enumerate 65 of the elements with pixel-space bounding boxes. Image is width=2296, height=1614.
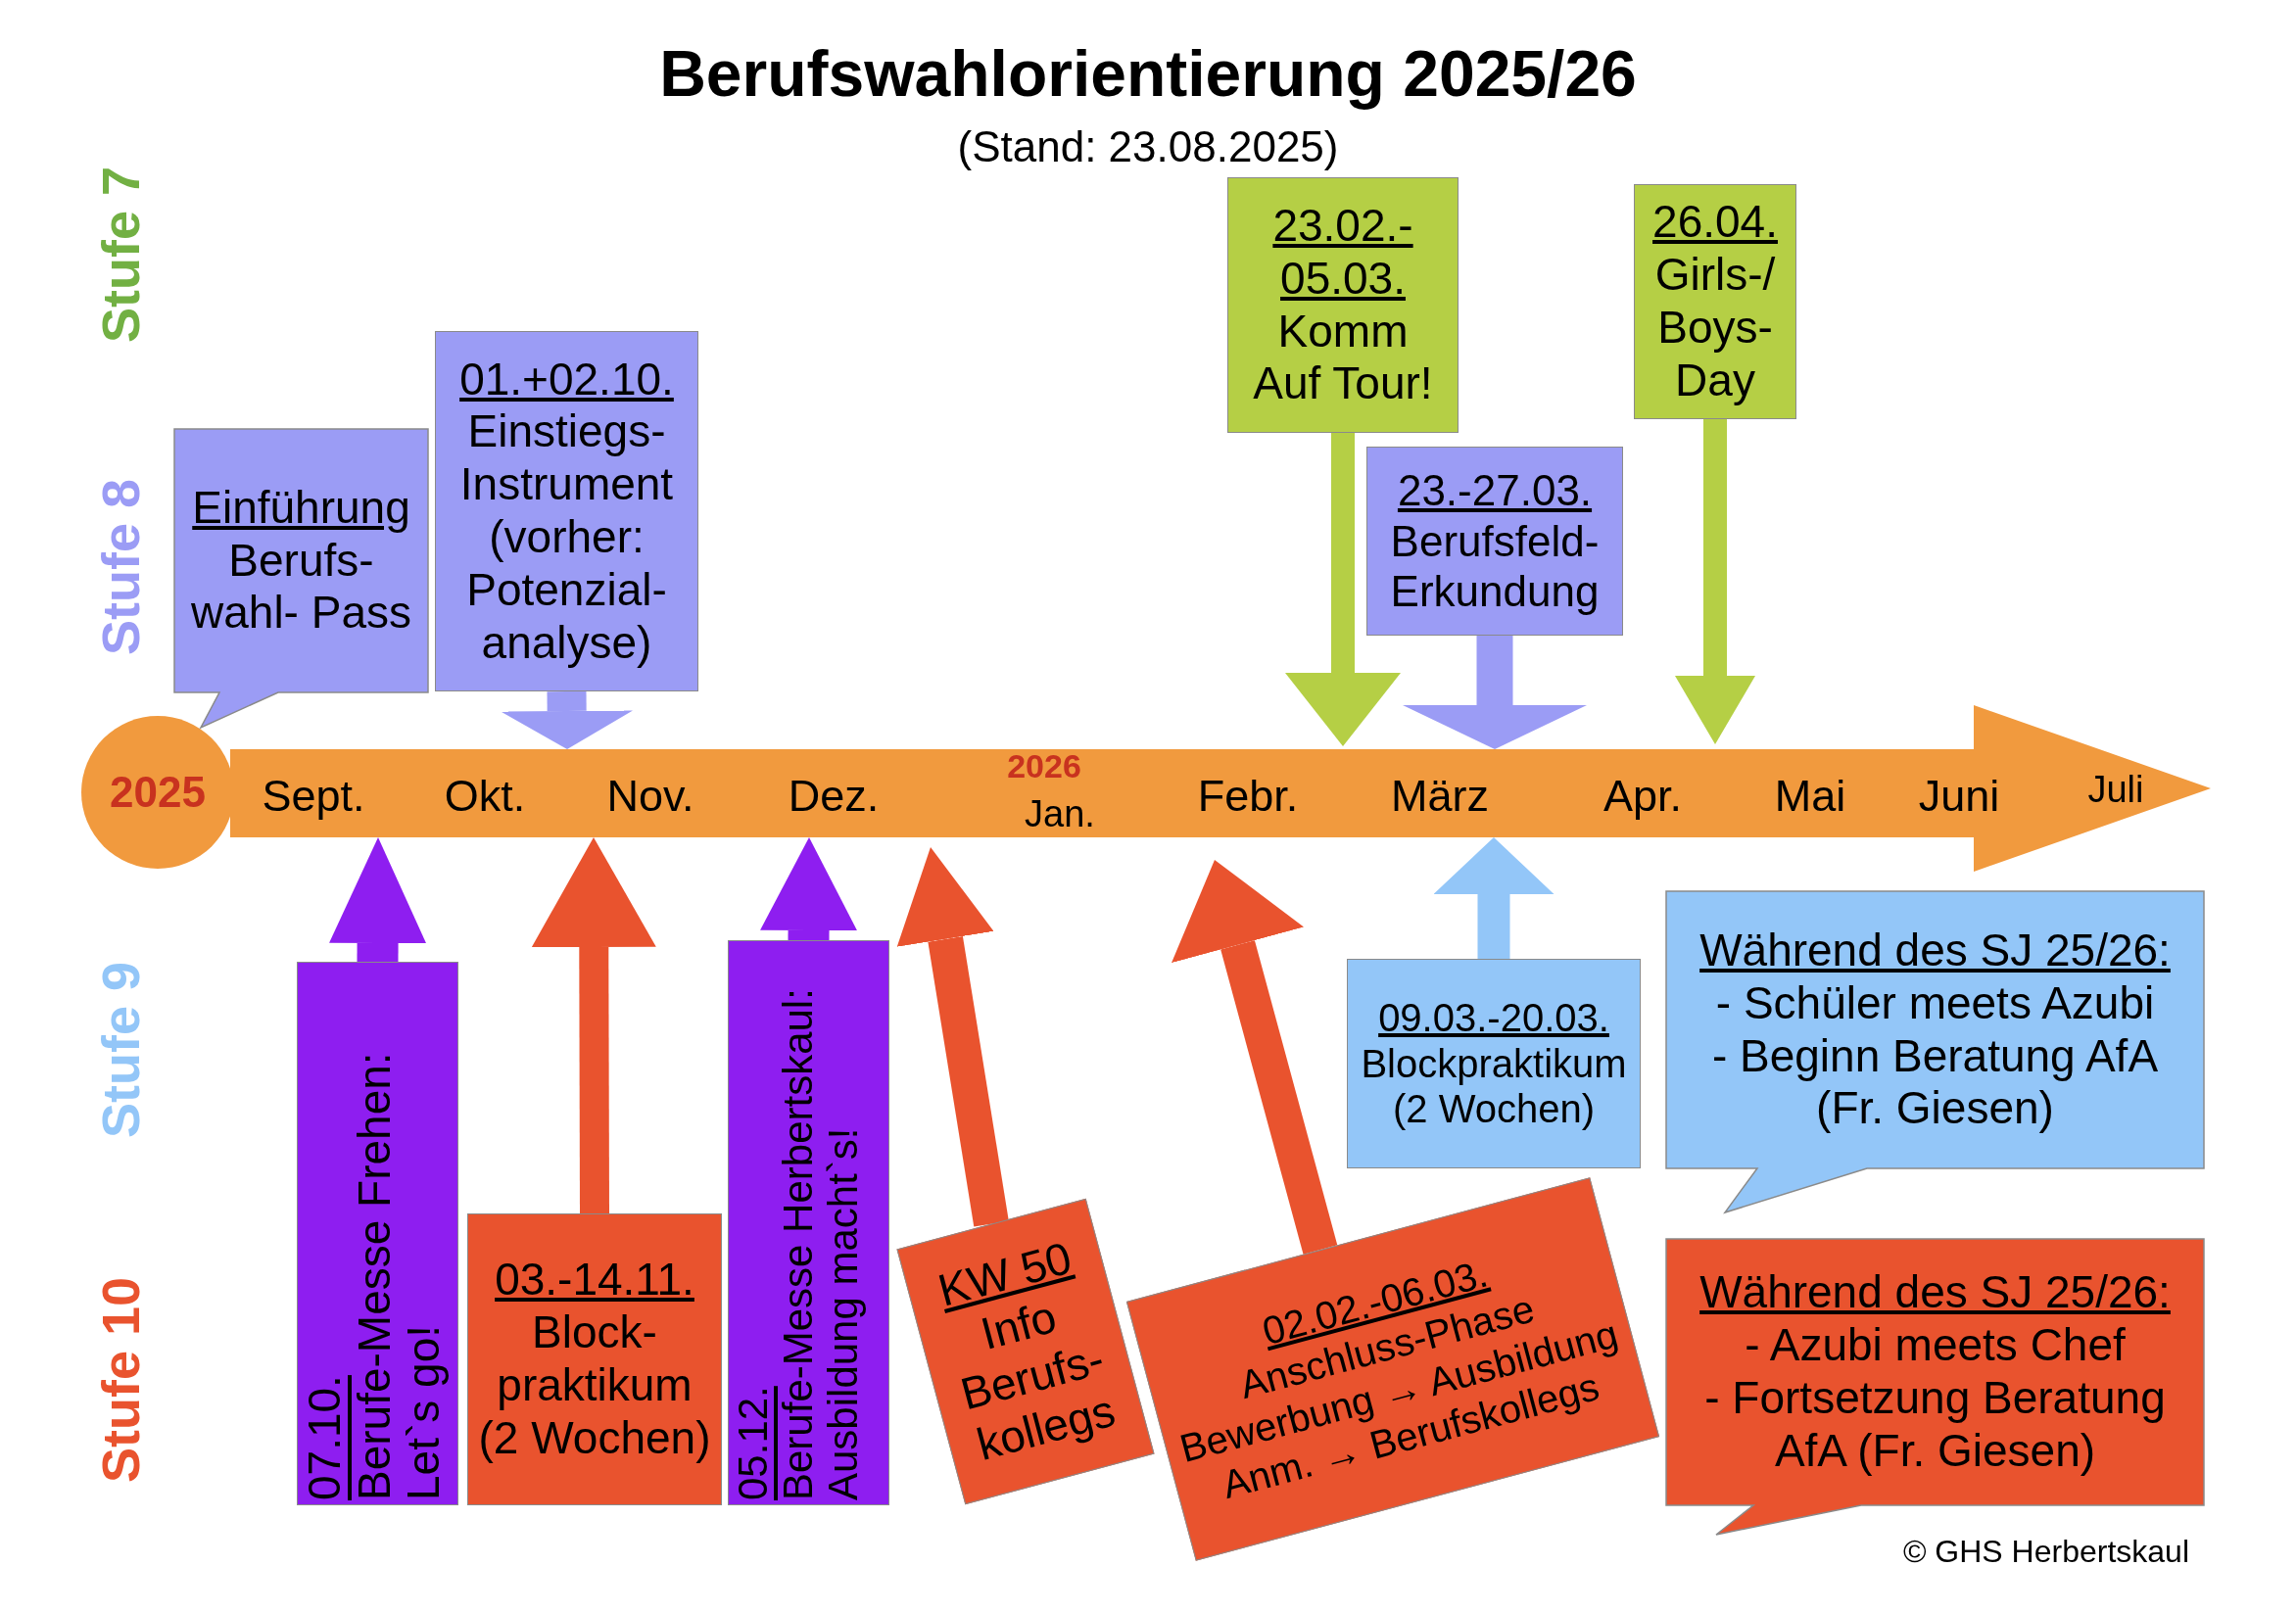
date-text: 05.12. [731,1385,777,1500]
note-text: - Beginn Beratung AfA (Fr. Giesen) [1710,1029,2160,1136]
event-text: Berufsfeld- Erkundung [1389,515,1601,617]
year-label: 2026 [1007,749,1081,783]
speech-bubble [174,429,428,728]
date-text: 07.10. [300,1374,350,1500]
timeline-arrow [230,705,2211,872]
event-box [1227,177,1459,433]
event-text: Berufe-Messe Herbertskaul: Ausbildung macht`s! [776,987,867,1500]
date-text: 09.03.-20.03. [1378,994,1609,1041]
grade-label: Stufe 10 [94,1276,147,1484]
month-label: Juni [1918,773,2000,818]
heading-text: Während des SJ 25/26: [1699,924,2171,977]
month-label: Dez. [788,773,880,818]
event-box [1366,447,1623,636]
note-text: - Azubi meets Chef [1745,1319,2126,1372]
date-note: (Stand: 23.08.2025) [957,122,1339,171]
date-text: 03.-14.11. [495,1254,694,1307]
heading-text: Einführung [192,481,410,535]
date-text: 23.02.- 05.03. [1271,199,1414,306]
event-box [1347,959,1641,1168]
event-box [467,1213,722,1505]
event-text: Einstiegs- Instrument (vorher: Potenzial- analyse) [458,405,675,670]
month-label: Okt. [444,773,526,818]
speech-bubble [1666,891,2204,1212]
event-box [1634,184,1796,419]
month-label: Nov. [606,773,694,818]
speech-bubble [1666,1239,2204,1535]
block-arrow [531,837,656,1214]
month-label: Mai [1774,773,1846,818]
block-arrow [1675,419,1755,744]
block-arrow [1433,837,1555,959]
block-arrow [896,847,1009,1227]
note-text: - Fortsetzung Beratung AfA (Fr. Giesen) [1703,1372,2167,1478]
date-text: 26.04. [1652,196,1778,250]
year-label: 2025 [110,767,206,818]
block-arrow [1403,636,1587,749]
month-label: Juli [2087,771,2144,808]
event-box [297,962,458,1505]
grade-label: Stufe 8 [94,479,147,655]
copyright-note: © GHS Herbertskaul [1902,1535,2189,1570]
month-label: März [1391,773,1489,818]
grade-label: Stufe 9 [94,962,147,1138]
event-text: Girls-/ Boys- Day [1653,249,1777,407]
event-text: Blockpraktikum (2 Wochen) [1360,1040,1628,1133]
heading-text: Während des SJ 25/26: [1699,1266,2171,1320]
month-label: Jan. [1025,795,1095,832]
event-text: Berufe-Messe Frehen: Let`s go! [349,1051,449,1500]
block-arrow [760,837,858,941]
block-arrow [1172,860,1338,1255]
event-text: Komm Auf Tour! [1252,305,1434,411]
month-label: Sept. [262,773,365,818]
block-arrow [501,690,634,749]
month-label: Febr. [1197,773,1299,818]
note-text: Berufs- wahl- Pass [190,534,412,641]
block-arrow [329,837,427,963]
block-arrow [1285,433,1401,746]
note-text: - Schüler meets Azubi [1715,976,2155,1030]
event-text: Block- praktikum (2 Wochen) [477,1306,712,1465]
event-box [728,940,889,1505]
event-box [435,331,698,691]
date-text: 23.-27.03. [1397,465,1593,516]
grade-label: Stufe 7 [94,166,147,343]
month-label: Apr. [1603,773,1682,818]
date-text: 01.+02.10. [459,353,674,406]
